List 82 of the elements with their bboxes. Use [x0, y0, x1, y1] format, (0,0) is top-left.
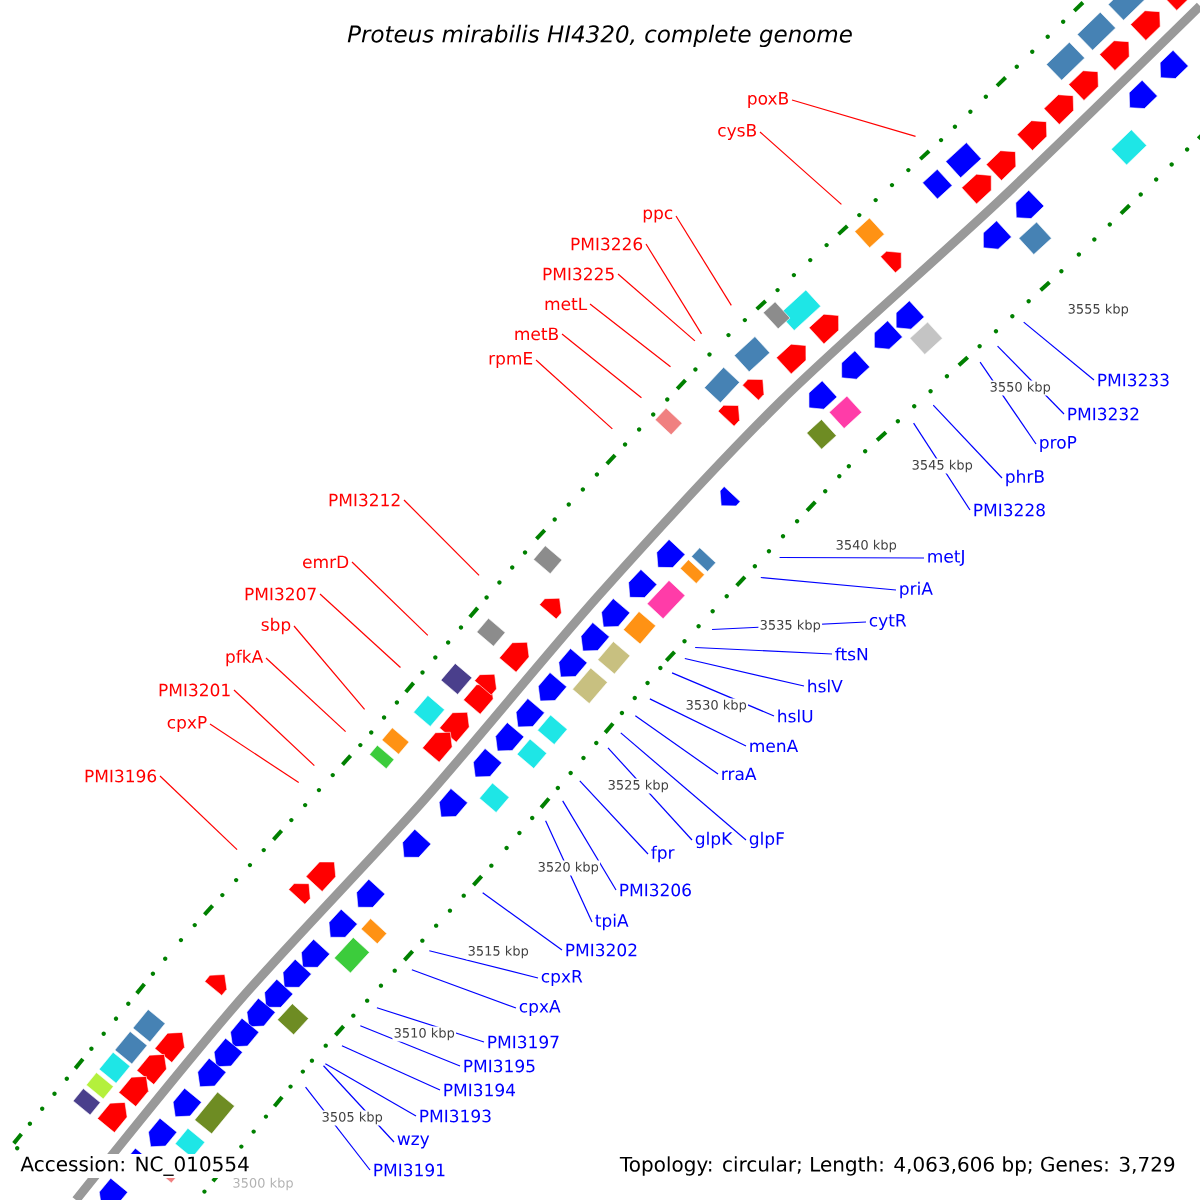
- leader-line: [324, 1063, 417, 1117]
- gene-label: cpxA: [519, 1000, 561, 1016]
- gene-label: PMI3226: [571, 237, 643, 251]
- leader-line: [778, 556, 925, 559]
- leader-line: [341, 1045, 441, 1091]
- leader-line: [932, 404, 1003, 479]
- leader-line: [620, 732, 747, 841]
- gene-label: hslV: [808, 679, 843, 693]
- gene-label: pfkA: [226, 649, 264, 667]
- map-info: Accession: NC_010554: [18, 1154, 252, 1178]
- gene-label: PMI3191: [374, 1163, 445, 1177]
- gene-label: cpxP: [167, 716, 207, 732]
- leader-line: [293, 625, 366, 711]
- leader-line: [428, 950, 539, 979]
- leader-line: [684, 657, 805, 687]
- leader-line: [545, 820, 593, 923]
- leader-line: [791, 99, 917, 137]
- gene-label: PMI3207: [245, 587, 316, 601]
- leader-line: [233, 689, 315, 767]
- gene-label: ftsN: [835, 647, 868, 661]
- gene-label: fpr: [651, 845, 675, 863]
- gene-label: metJ: [928, 550, 964, 566]
- leader-line: [634, 715, 719, 775]
- leader-line: [645, 243, 703, 335]
- gene-label: PMI3228: [974, 503, 1045, 517]
- gene-label: wzy: [397, 1135, 430, 1149]
- leader-line: [579, 780, 649, 855]
- gene-label: cytR: [869, 614, 907, 630]
- gene-label: phrB: [1006, 469, 1044, 487]
- leader-line: [694, 646, 833, 655]
- map-info: Topology: circular; Length: 4,063,606 bp; Genes: 3,729: [617, 1154, 1178, 1178]
- leader-line: [351, 561, 429, 637]
- gene-label: emrD: [303, 555, 349, 569]
- leader-line: [562, 800, 617, 891]
- gene-label: PMI3196: [85, 769, 157, 783]
- gene-label: PMI3194: [444, 1083, 516, 1097]
- gene-label: hslU: [778, 709, 813, 723]
- gene-label: PMI3225: [543, 267, 614, 281]
- gene-label: metB: [515, 327, 558, 341]
- gene-label: proP: [1040, 436, 1077, 452]
- gene-label: metL: [545, 297, 588, 311]
- leader-line: [649, 698, 747, 747]
- leader-line: [359, 1025, 461, 1067]
- leader-line: [617, 273, 696, 342]
- gene-label: cysB: [718, 124, 756, 140]
- leader-line: [535, 359, 613, 430]
- gene-label: poxB: [748, 92, 788, 108]
- gene-label: PMI3212: [329, 493, 400, 507]
- gene-label: rraA: [722, 767, 757, 781]
- gene-label: glpF: [749, 831, 784, 849]
- gene-label: rpmE: [489, 352, 533, 368]
- leader-line: [159, 775, 238, 851]
- leader-line: [760, 576, 897, 591]
- leader-line: [411, 969, 517, 1009]
- gene-label: ppc: [643, 209, 673, 223]
- gene-label: PMI3232: [1068, 407, 1139, 421]
- gene-label: PMI3206: [620, 883, 691, 897]
- leader-line: [589, 303, 672, 368]
- leader-line: [319, 593, 402, 669]
- title: Proteus mirabilis HI4320, complete genome: [347, 24, 852, 48]
- leader-line: [482, 892, 563, 951]
- leader-line: [561, 333, 643, 399]
- gene-label: PMI3202: [566, 943, 637, 957]
- gene-label: menA: [750, 739, 799, 753]
- gene-label: cpxR: [541, 970, 583, 986]
- leader-line: [265, 657, 347, 733]
- gene-label: priA: [900, 581, 933, 599]
- gene-label: PMI3201: [159, 683, 230, 697]
- gene-label: PMI3195: [464, 1059, 535, 1073]
- gene-label: glpK: [695, 831, 733, 849]
- gene-label: PMI3197: [488, 1035, 559, 1049]
- leader-line: [671, 672, 775, 717]
- leader-line: [1023, 321, 1095, 381]
- leader-line: [675, 215, 732, 306]
- gene-label: PMI3233: [1098, 373, 1169, 387]
- leader-line: [209, 723, 300, 784]
- leader-line: [759, 131, 842, 205]
- leader-line: [607, 747, 693, 841]
- gene-label: sbp: [261, 617, 291, 635]
- gene-label: tpiA: [595, 913, 629, 931]
- gene-label: PMI3193: [420, 1109, 491, 1123]
- leader-line: [403, 499, 480, 577]
